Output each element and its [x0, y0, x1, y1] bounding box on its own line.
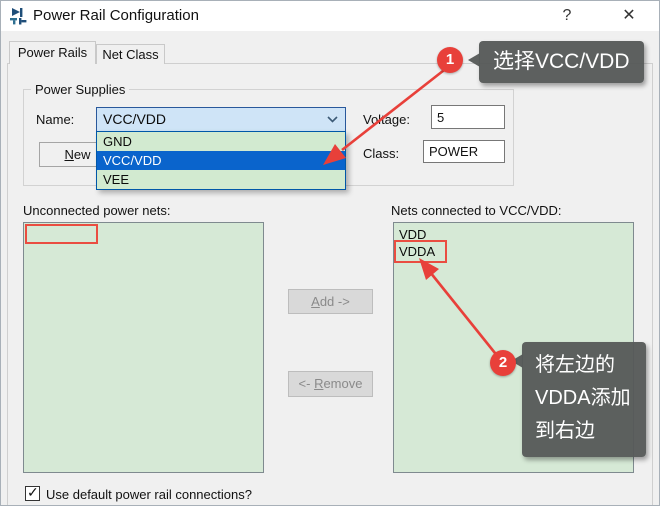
remove-button[interactable]: <- Remove — [288, 371, 373, 397]
name-combobox[interactable]: VCC/VDD — [96, 107, 346, 132]
list-item-vdd[interactable]: VDD — [399, 227, 427, 242]
class-input[interactable] — [423, 140, 505, 163]
vdda-highlight-rect — [394, 240, 447, 263]
class-label: Class: — [363, 146, 400, 161]
checkmark-icon: ✓ — [27, 484, 39, 500]
step-2-badge: 2 — [490, 350, 516, 376]
empty-slot-highlight-rect — [25, 224, 98, 244]
default-connections-label: Use default power rail connections? — [46, 487, 252, 502]
new-button-label: New — [64, 147, 91, 162]
power-supplies-group-label: Power Supplies — [31, 82, 130, 97]
step-1-badge: 1 — [437, 47, 463, 73]
window-title: Power Rail Configuration — [33, 7, 199, 24]
step-2-tooltip: 将左边的 VDDA添加 到右边 — [511, 342, 646, 457]
add-button-label: Add -> — [311, 294, 350, 309]
unconnected-nets-label: Unconnected power nets: — [23, 203, 171, 218]
name-label: Name: — [36, 112, 75, 127]
chevron-down-icon — [327, 116, 338, 123]
name-combobox-value: VCC/VDD — [103, 111, 167, 127]
remove-button-label: <- Remove — [298, 376, 363, 391]
dropdown-option-gnd[interactable]: GND — [103, 134, 132, 149]
title-bar: Power Rail Configuration ? ✕ — [1, 1, 659, 31]
tab-power-rails[interactable]: Power Rails — [9, 41, 96, 64]
close-button[interactable]: ✕ — [622, 7, 636, 24]
help-button[interactable]: ? — [562, 7, 572, 24]
name-dropdown-list: GND VCC/VDD VEE — [96, 131, 346, 190]
dropdown-option-vccvdd-selected[interactable]: VCC/VDD — [97, 151, 345, 170]
add-button[interactable]: Add -> — [288, 289, 373, 314]
tab-net-class[interactable]: Net Class — [96, 44, 165, 64]
power-rail-icon — [10, 8, 27, 25]
connected-nets-label: Nets connected to VCC/VDD: — [391, 203, 562, 218]
list-item-vdda[interactable]: VDDA — [399, 244, 436, 259]
step-1-tooltip: 选择VCC/VDD — [468, 41, 644, 83]
default-connections-checkbox[interactable]: ✓ — [25, 484, 40, 501]
dropdown-option-vee[interactable]: VEE — [103, 172, 130, 187]
voltage-input[interactable] — [431, 105, 505, 129]
unconnected-nets-listbox[interactable] — [23, 222, 264, 473]
voltage-label: Voltage: — [363, 112, 410, 127]
